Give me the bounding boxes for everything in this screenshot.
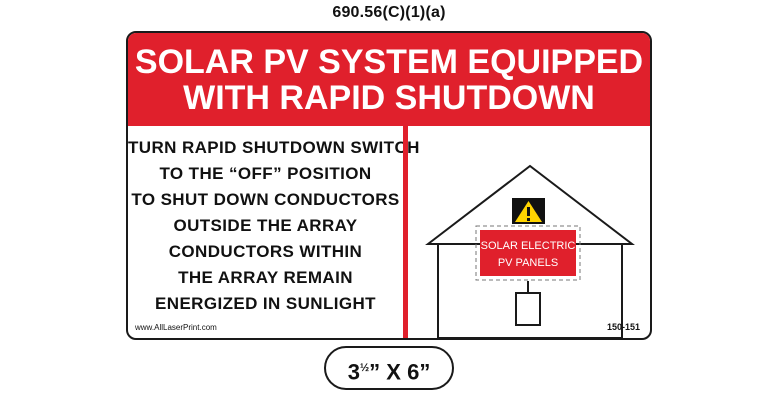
website-url: www.AllLaserPrint.com <box>135 323 217 332</box>
instruction-line: ENERGIZED IN SUNLIGHT <box>155 294 376 313</box>
header-line-1: SOLAR PV SYSTEM EQUIPPED <box>134 42 644 81</box>
house-walls <box>437 244 623 338</box>
size-separator: X <box>386 359 401 385</box>
house-diagram: SOLAR ELECTRIC PV PANELS <box>425 164 635 338</box>
size-width: 6 <box>407 359 420 385</box>
size-width-unit: ” <box>419 359 431 385</box>
house-door <box>515 292 541 326</box>
header-line-2: WITH RAPID SHUTDOWN <box>183 78 595 117</box>
warning-triangle-icon <box>512 198 545 224</box>
pv-panels-label-line1: SOLAR ELECTRIC <box>481 240 576 252</box>
instruction-line: OUTSIDE THE ARRAY <box>173 216 358 235</box>
instruction-line: THE ARRAY REMAIN <box>178 268 353 287</box>
instruction-line: TURN RAPID SHUTDOWN SWITCH <box>128 138 420 157</box>
red-divider <box>403 126 408 338</box>
instruction-line: TO THE “OFF” POSITION <box>159 164 372 183</box>
instruction-line: CONDUCTORS WITHIN <box>168 242 363 261</box>
part-number: 150-151 <box>606 322 640 332</box>
instruction-line: TO SHUT DOWN CONDUCTORS <box>131 190 400 209</box>
pv-panels-dashed-outline <box>475 225 581 281</box>
label-header: SOLAR PV SYSTEM EQUIPPED WITH RAPID SHUT… <box>128 33 650 126</box>
solar-label: SOLAR PV SYSTEM EQUIPPED WITH RAPID SHUT… <box>126 31 652 340</box>
size-height-unit: ” <box>369 359 381 385</box>
size-badge: 3½” X 6” <box>324 346 454 390</box>
size-height-fraction: ½ <box>359 362 370 374</box>
pv-panels-label-line2: PV PANELS <box>498 257 558 269</box>
size-height-whole: 3 <box>347 359 360 385</box>
instructions: TURN RAPID SHUTDOWN SWITCH TO THE “OFF” … <box>128 135 420 317</box>
code-reference: 690.56(C)(1)(a) <box>332 4 446 21</box>
pv-panels-box <box>480 230 576 276</box>
